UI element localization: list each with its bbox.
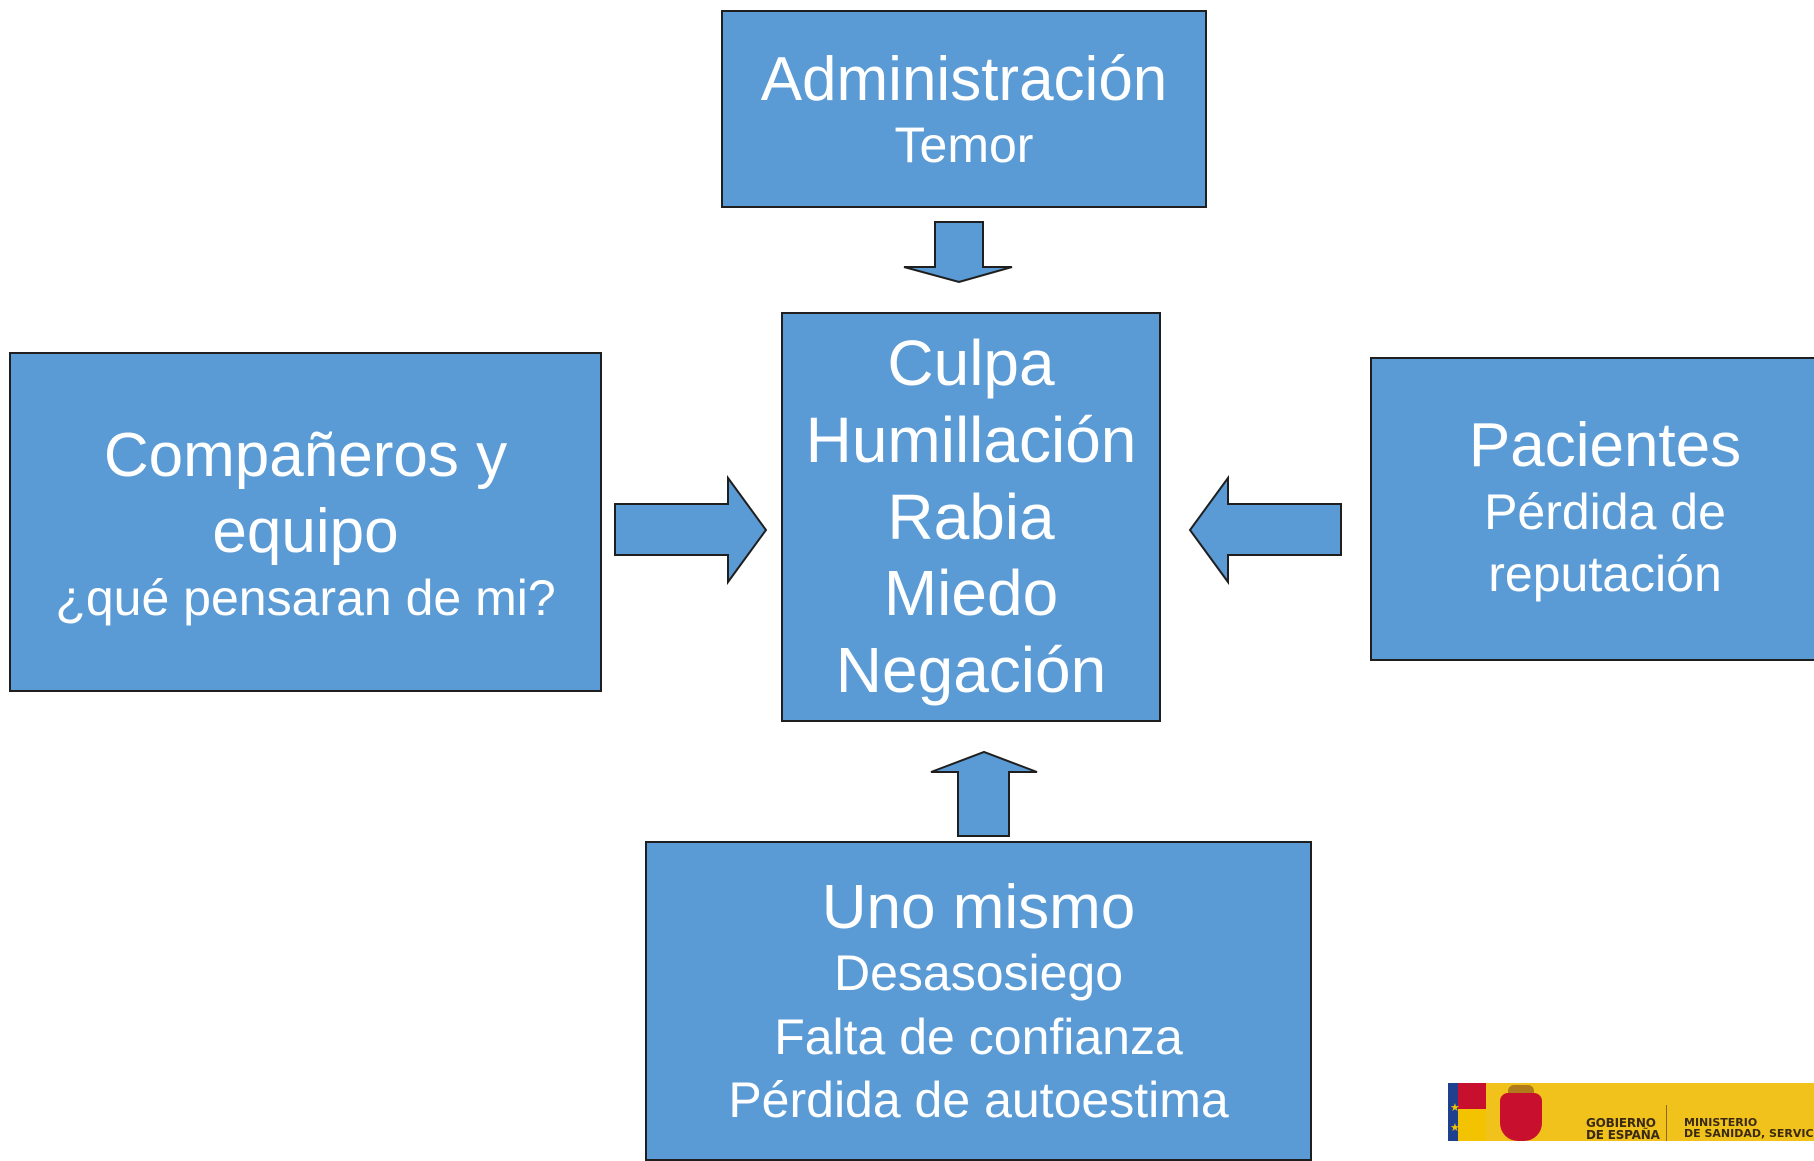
companeros-title-line1: Compañeros y [103, 421, 508, 491]
unomismo-item-desasosiego: Desasosiego [833, 945, 1124, 1002]
logo-divider [1666, 1105, 1667, 1141]
companeros-title-line2: equipo [212, 497, 399, 566]
logo-ministry-text: MINISTERIO DE SANIDAD, SERVICIOS SOCIALE… [1684, 1116, 1814, 1140]
admin-title: Administración [760, 45, 1168, 115]
emotion-negacion: Negación [835, 634, 1107, 707]
pacientes-subtitle-line2: reputación [1488, 546, 1722, 603]
arrow-right-from-companeros [614, 474, 768, 586]
arrow-down-from-admin [903, 221, 1013, 284]
companeros-subtitle: ¿qué pensaran de mi? [55, 569, 556, 626]
star-icon: ★ [1450, 1122, 1460, 1134]
companeros-box: Compañeros y equipo ¿qué pensaran de mi? [9, 352, 602, 692]
emotion-rabia: Rabia [887, 480, 1055, 553]
star-icon: ★ [1450, 1102, 1460, 1114]
eu-flag-strip: ★ ★ [1448, 1083, 1486, 1141]
admin-box: Administración Temor [721, 10, 1207, 208]
unomismo-item-perdida-autoestima: Pérdida de autoestima [728, 1072, 1229, 1129]
pacientes-subtitle-line1: Pérdida de [1484, 483, 1726, 540]
unomismo-item-falta-confianza: Falta de confianza [774, 1008, 1183, 1065]
arrow-up-from-unomismo [930, 750, 1038, 837]
arrow-left-from-pacientes [1188, 474, 1342, 586]
unomismo-title: Uno mismo [821, 873, 1136, 942]
logo-government-text: GOBIERNO DE ESPAÑA [1586, 1116, 1660, 1141]
unomismo-box: Uno mismo Desasosiego Falta de confianza… [645, 841, 1312, 1161]
pacientes-box: Pacientes Pérdida de reputación [1370, 357, 1814, 661]
pacientes-title: Pacientes [1468, 411, 1742, 481]
emotions-box: Culpa Humillación Rabia Miedo Negación [781, 312, 1161, 722]
coat-of-arms-icon [1500, 1093, 1542, 1141]
emotion-miedo: Miedo [883, 557, 1059, 630]
admin-subtitle: Temor [894, 116, 1034, 173]
emotion-humillacion: Humillación [805, 403, 1137, 476]
emotion-culpa: Culpa [887, 327, 1055, 399]
government-logo: ★ ★ GOBIERNO DE ESPAÑA MINISTERIO DE SAN… [1448, 1083, 1814, 1141]
logo-gold-band: GOBIERNO DE ESPAÑA MINISTERIO DE SANIDAD… [1486, 1083, 1814, 1141]
